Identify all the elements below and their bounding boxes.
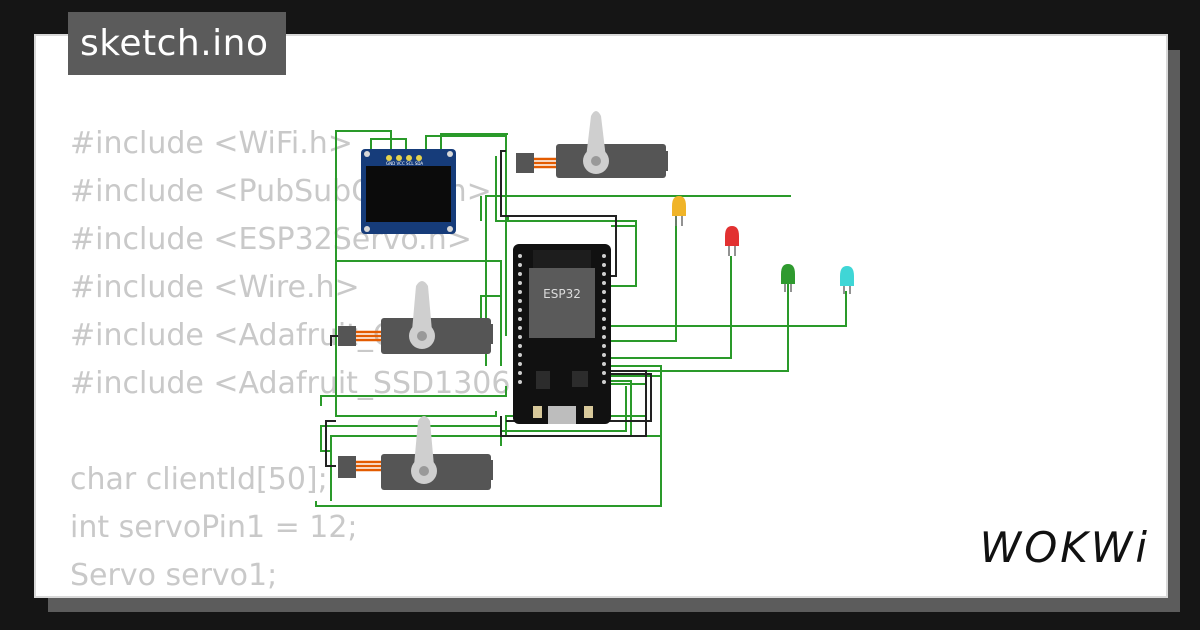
servo-bottom[interactable] [338, 416, 493, 490]
oled-pin-labels: GND VCC SCL SDA [386, 161, 423, 166]
esp32-chip-label: ESP32 [543, 287, 581, 301]
code-line: int servoPin1 = 12; [70, 510, 358, 545]
led-green[interactable] [781, 264, 795, 292]
servo-middle[interactable] [338, 281, 493, 354]
led-cyan[interactable] [840, 266, 854, 294]
black-wires [325, 150, 652, 467]
led-yellow[interactable] [672, 196, 686, 226]
code-line: Servo servo1; [70, 558, 278, 593]
preview-card: #include <WiFi.h>#include <PubSubClient.… [34, 34, 1168, 598]
code-line: #include <WiFi.h> [70, 126, 353, 161]
filename-tab[interactable]: sketch.ino [68, 12, 286, 75]
esp32-board[interactable]: ESP32 [513, 244, 611, 424]
oled-display[interactable]: GND VCC SCL SDA [361, 149, 456, 234]
led-red[interactable] [725, 226, 739, 256]
wires [315, 130, 847, 507]
servo-top[interactable] [516, 111, 668, 178]
circuit-diagram: GND VCC SCL SDA [315, 111, 854, 507]
code-line: char clientId[50]; [70, 462, 328, 497]
wokwi-logo: WOKWi [979, 523, 1150, 572]
